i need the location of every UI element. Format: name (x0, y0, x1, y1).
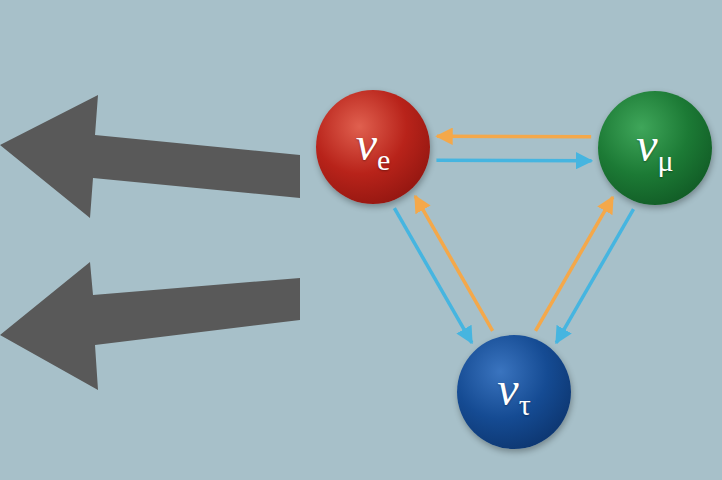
oscillation-arrow (437, 134, 591, 138)
neutrino-sphere: νe (316, 90, 430, 204)
neutrino-sphere: νμ (598, 91, 712, 205)
big-arrow (0, 95, 300, 218)
oscillation-arrow (415, 196, 492, 331)
neutrino-label: ντ (497, 365, 530, 420)
neutrino-label: νμ (636, 121, 673, 176)
neutrino-sphere: ντ (457, 335, 571, 449)
oscillation-arrow (556, 209, 633, 343)
big-arrow (0, 262, 300, 390)
oscillation-arrow (436, 158, 591, 162)
neutrino-label: νe (356, 120, 391, 175)
